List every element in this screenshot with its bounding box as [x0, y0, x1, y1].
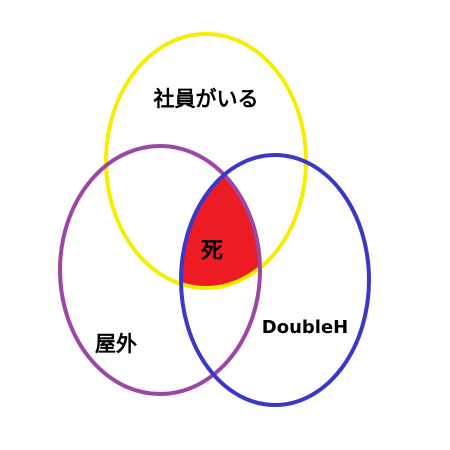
set-circle-doubleh: [179, 153, 371, 407]
intersection-region: [181, 155, 260, 288]
set-circle-okugai: [58, 144, 262, 396]
set-label-doubleh: DoubleH: [262, 317, 348, 338]
intersection-label: 死: [201, 239, 223, 264]
set-label-shain: 社員がいる: [153, 87, 259, 111]
set-label-okugai: 屋外: [95, 332, 137, 356]
